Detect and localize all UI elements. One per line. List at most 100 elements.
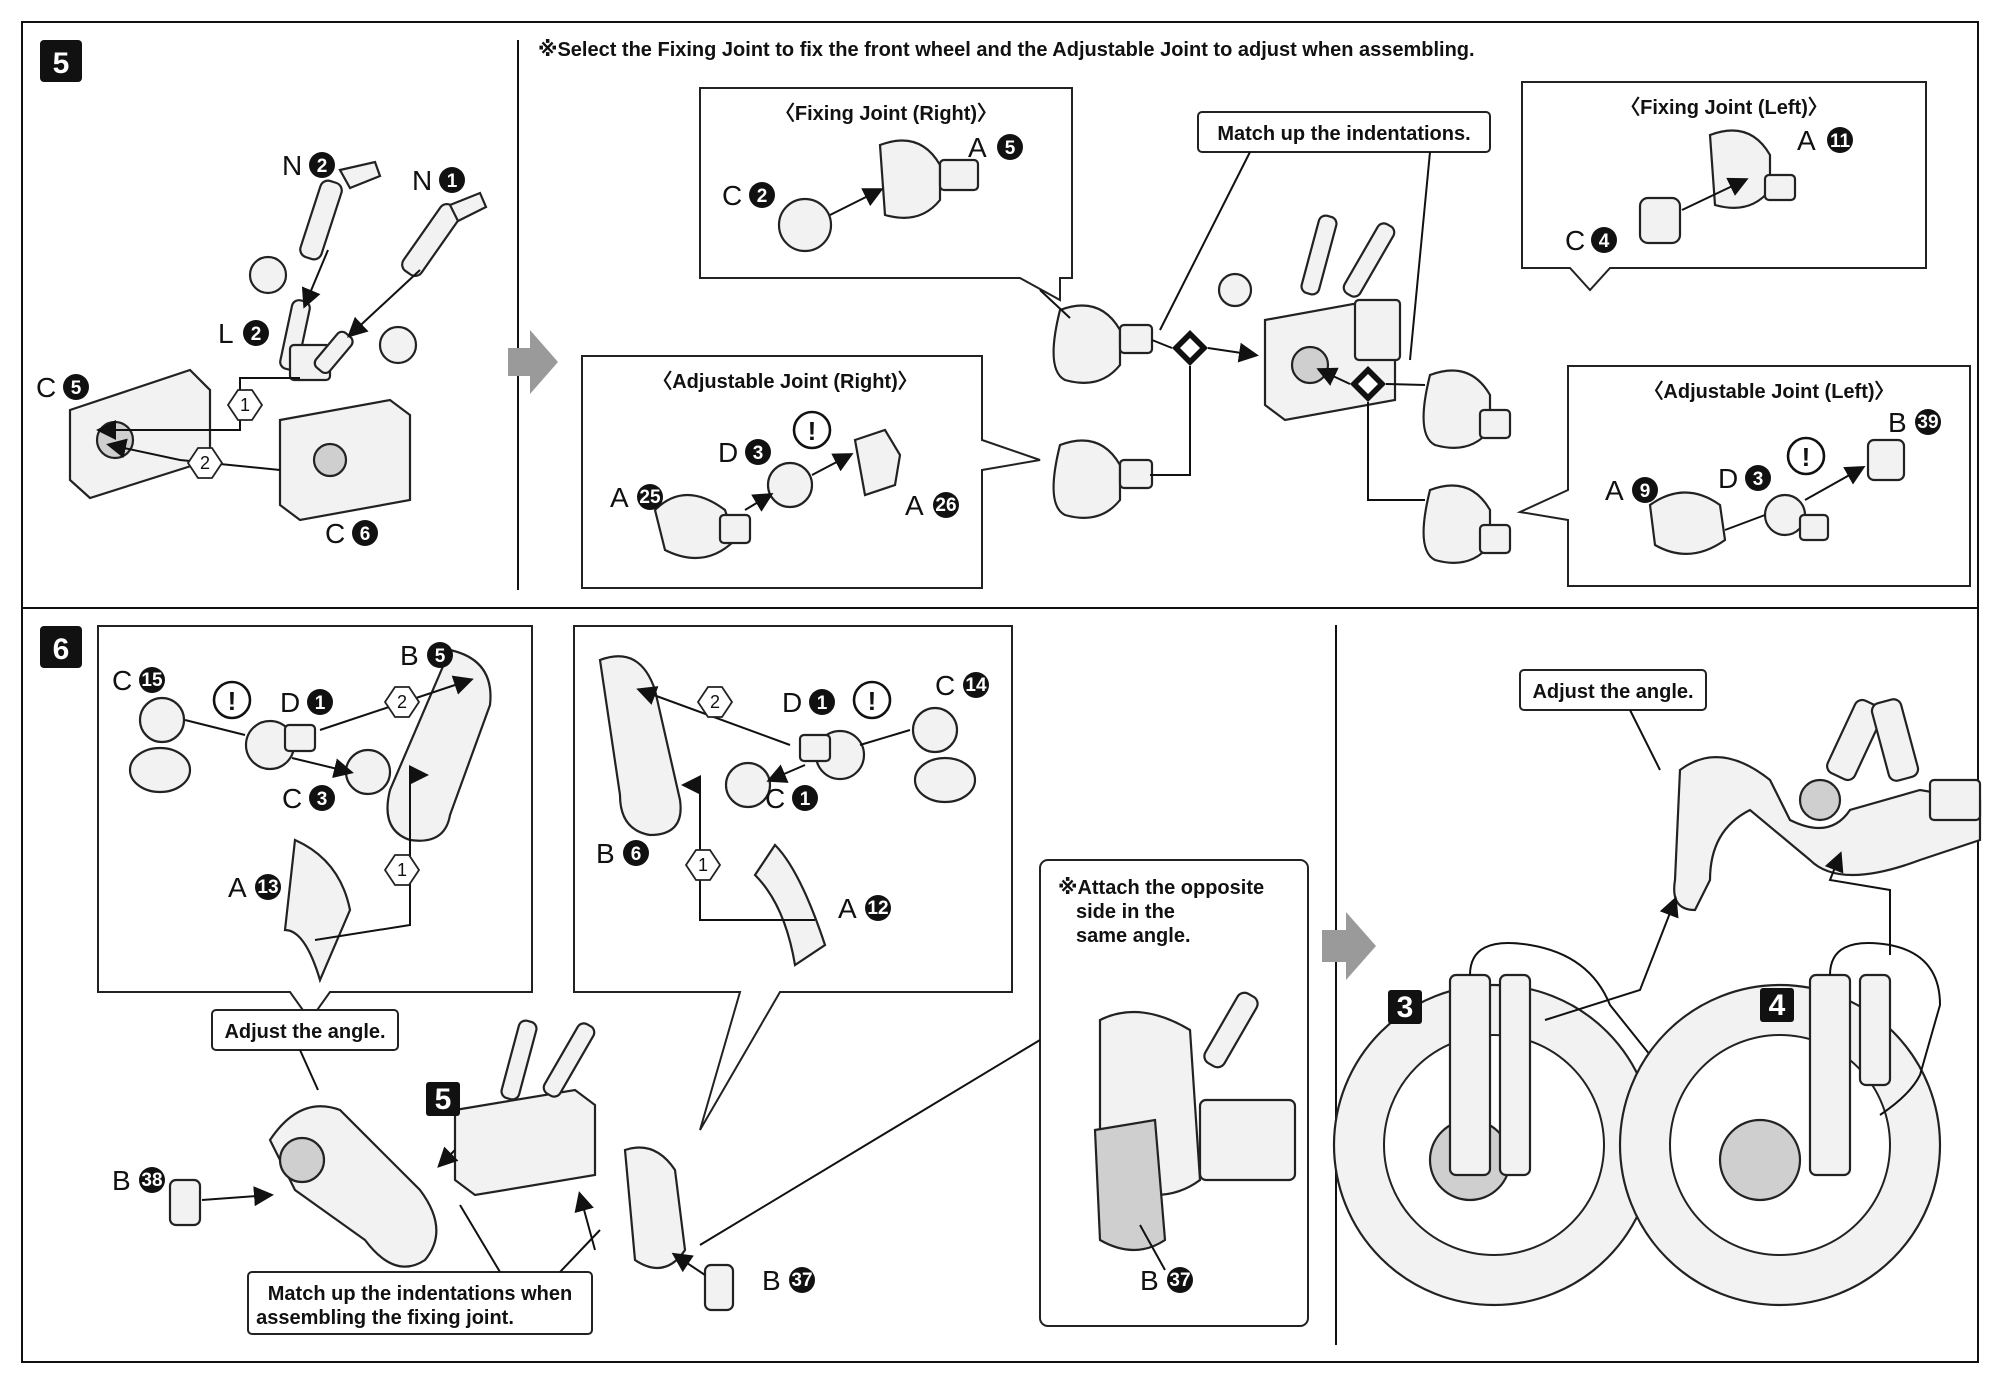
svg-text:26: 26 [935,495,956,516]
svg-text:A: A [905,490,924,521]
tag-adjust-angle-right [1519,669,1707,711]
svg-text:1: 1 [397,860,407,880]
note-opposite-line2: side in the [1076,901,1175,923]
note-opposite-line3: same angle. [1076,925,1191,947]
svg-text:14: 14 [965,675,987,696]
svg-text:A: A [610,482,629,513]
svg-text:3: 3 [1753,469,1764,490]
svg-text:5: 5 [435,646,446,667]
svg-text:B: B [596,838,615,869]
svg-text:D: D [782,687,802,718]
step-5-badge: 5 [40,40,82,82]
svg-text:C: C [935,670,955,701]
detail-joint-closeup [1093,991,1297,1251]
svg-text:3: 3 [753,443,764,464]
svg-text:3: 3 [1397,991,1414,1024]
svg-text:5: 5 [71,378,82,399]
title-fixing-right: 〈Fixing Joint (Right)〉 [775,102,997,125]
svg-text:5: 5 [435,1083,452,1116]
svg-text:D: D [1718,463,1738,494]
svg-text:B: B [762,1265,781,1296]
tag-match-fixing-line1: Match up the indentations when [268,1283,572,1305]
connector-diamond-left [1350,366,1386,402]
svg-text:!: ! [868,686,877,716]
tag-match-fixing [247,1271,593,1335]
step6-bottom-assembly [168,1019,735,1312]
step5-handlebar-assembly [68,160,488,522]
svg-text:!: ! [808,416,817,446]
label-adjustable-right-a26: A 26 [905,490,959,521]
svg-text:1: 1 [817,693,828,714]
label-adjustable-right-d3: D 3 [718,437,771,468]
label-d1-left: D 1 [280,687,333,718]
title-adjustable-left: 〈Adjustable Joint (Left)〉 [1643,380,1894,403]
warn-step6-left: ! [212,680,252,720]
step5-hex-1: 1 [226,389,264,421]
label-c15: C 15 [112,665,165,696]
select-joint-note: ※Select the Fixing Joint to fix the fron… [538,39,1475,61]
svg-text:A: A [1797,125,1816,156]
label-adjustable-left-d3: D 3 [1718,463,1771,494]
svg-text:1: 1 [315,693,326,714]
tag-match-fixing-line2: assembling the fixing joint. [256,1307,514,1329]
svg-text:4: 4 [1769,989,1786,1022]
label-fixing-right-c2: C 2 [722,180,775,211]
tag-adjust-angle-right-text: Adjust the angle. [1532,681,1693,703]
joint-fixing-right [1052,304,1154,384]
flow-arrow-step6 [1322,912,1376,980]
warn-adjustable-left: ! [1786,436,1826,476]
svg-text:C: C [325,518,345,549]
title-adjustable-right: 〈Adjustable Joint (Right)〉 [652,370,918,393]
svg-text:C: C [765,783,785,814]
svg-text:25: 25 [639,487,661,508]
warn-step6-mid: ! [852,680,892,720]
svg-text:!: ! [228,686,237,716]
label-c1: C 1 [765,783,818,814]
label-b37-bottom: B 37 [762,1265,815,1296]
wheel-4 [1618,942,1942,1307]
label-b37-detail: B 37 [1140,1265,1193,1296]
svg-text:2: 2 [397,692,407,712]
svg-text:15: 15 [141,670,163,691]
svg-text:1: 1 [698,855,708,875]
label-b5: B 5 [400,640,453,671]
svg-text:N: N [282,150,302,181]
tag-adjust-angle-left-text: Adjust the angle. [224,1021,385,1043]
svg-text:A: A [968,132,987,163]
outer-frame [21,21,1979,1363]
step6-mid-parts [598,655,977,967]
step-3-sub-badge: 3 [1388,990,1422,1024]
step-4-sub-badge: 4 [1760,988,1794,1022]
label-adjustable-left-a9: A 9 [1605,475,1658,506]
step6-left-hex-1: 1 [383,854,421,886]
label-n2: N 2 [282,150,335,181]
step6-mid-hex-1: 1 [684,849,722,881]
label-c5: C 5 [36,372,89,403]
label-d1-mid: D 1 [782,687,835,718]
svg-text:37: 37 [1169,1270,1190,1291]
svg-text:A: A [1605,475,1624,506]
label-c6: C 6 [325,518,378,549]
label-fixing-left-a11: A 11 [1797,125,1853,156]
fixing-right-parts [777,139,980,253]
svg-text:9: 9 [1640,481,1651,502]
connector-diamond-right [1172,330,1208,366]
label-adjustable-left-b39: B 39 [1888,407,1941,438]
svg-text:3: 3 [317,789,328,810]
svg-text:1: 1 [447,171,458,192]
label-n1: N 1 [412,165,465,196]
svg-text:2: 2 [710,692,720,712]
svg-text:C: C [36,372,56,403]
label-b6: B 6 [596,838,649,869]
svg-text:D: D [280,687,300,718]
step6-left-hex-2: 2 [383,686,421,718]
joint-fixing-left [1422,369,1512,449]
note-opposite-line1: ※Attach the opposite [1058,877,1264,899]
svg-text:2: 2 [200,453,210,473]
svg-text:1: 1 [800,789,811,810]
svg-text:!: ! [1802,442,1811,472]
svg-text:12: 12 [867,898,888,919]
label-c14: C 14 [935,670,989,701]
svg-text:N: N [412,165,432,196]
